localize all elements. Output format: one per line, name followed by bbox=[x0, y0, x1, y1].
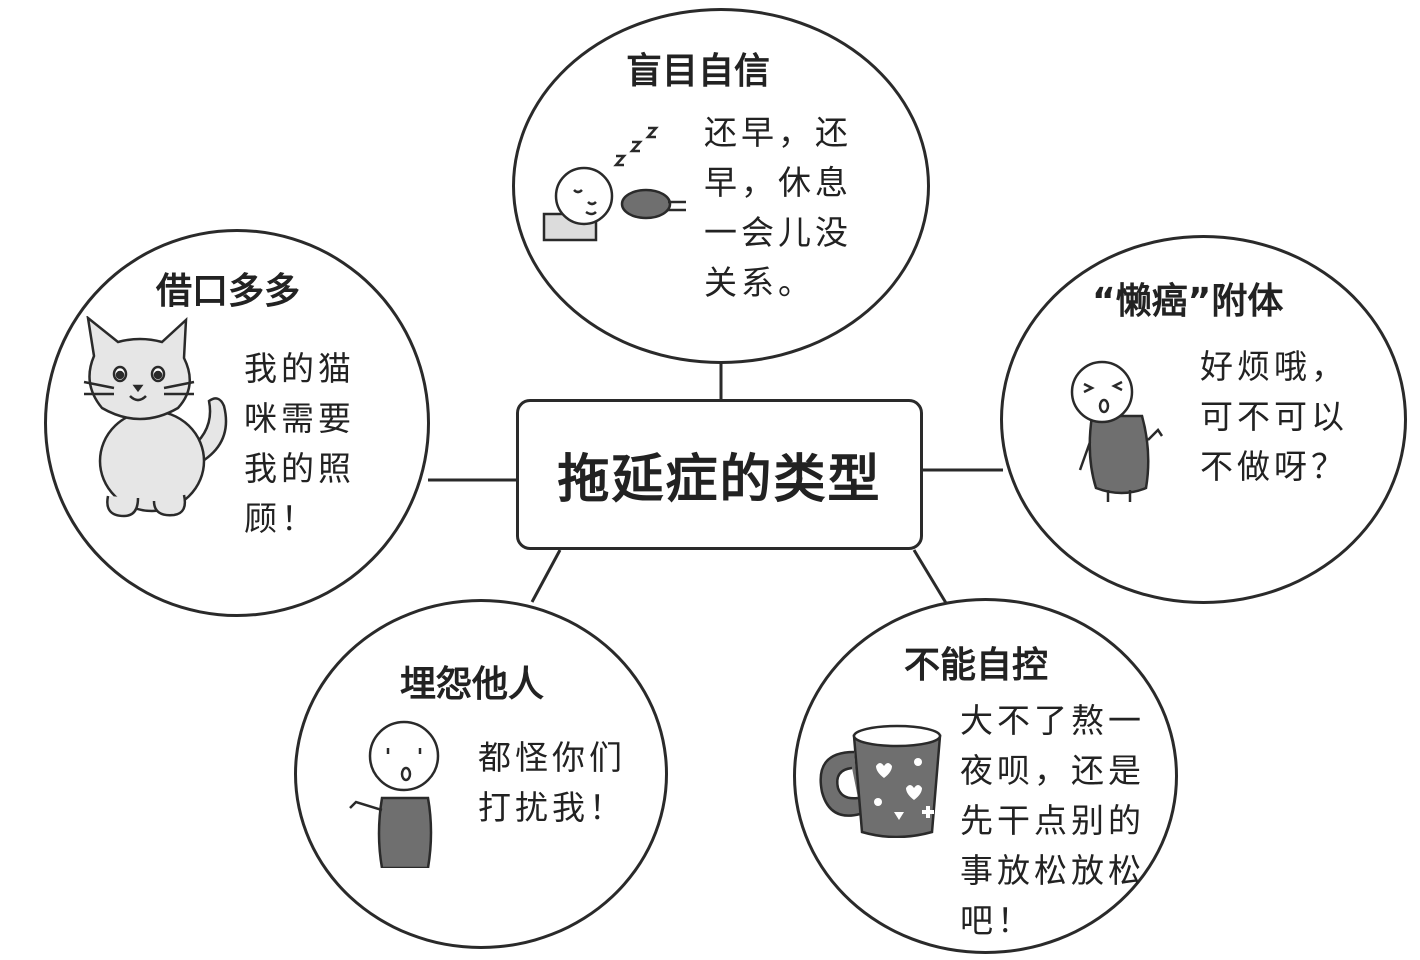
node-title-blame: 埋怨他人 bbox=[400, 655, 544, 707]
text-line: 吧！ bbox=[960, 896, 1145, 946]
text-line: 一会儿没 bbox=[704, 208, 852, 258]
sleeping-person-icon bbox=[538, 118, 693, 253]
node-text-control: 大不了熬一 夜呗，还是 先干点别的 事放松放松 吧！ bbox=[960, 696, 1145, 946]
node-title-blind: 盲目自信 bbox=[626, 42, 770, 94]
text-line: 打扰我！ bbox=[478, 783, 626, 833]
cat-icon bbox=[74, 316, 234, 521]
center-title: 拖延症的类型 bbox=[557, 437, 881, 512]
connector-bottom-right bbox=[914, 550, 946, 603]
text-line: 顾！ bbox=[244, 494, 355, 544]
text-line: 早，休息 bbox=[704, 158, 852, 208]
annoyed-person-icon bbox=[1052, 358, 1172, 508]
node-text-blind: 还早，还 早，休息 一会儿没 关系。 bbox=[704, 108, 852, 308]
node-title-control: 不能自控 bbox=[904, 636, 1048, 688]
text-line: 大不了熬一 bbox=[960, 696, 1145, 746]
text-line: 夜呗，还是 bbox=[960, 746, 1145, 796]
text-line: 可不可以 bbox=[1200, 392, 1348, 442]
text-line: 先干点别的 bbox=[960, 796, 1145, 846]
text-line: 咪需要 bbox=[244, 394, 355, 444]
mug-icon bbox=[814, 718, 950, 838]
node-text-lazy: 好烦哦， 可不可以 不做呀？ bbox=[1200, 342, 1348, 492]
node-title-excuses: 借口多多 bbox=[156, 262, 300, 314]
text-line: 不做呀？ bbox=[1200, 442, 1348, 492]
text-line: 我的猫 bbox=[244, 344, 355, 394]
text-line: 我的照 bbox=[244, 444, 355, 494]
text-line: 关系。 bbox=[704, 258, 852, 308]
node-text-blame: 都怪你们 打扰我！ bbox=[478, 733, 626, 833]
connector-bottom-left bbox=[532, 550, 560, 602]
node-title-lazy: “懒癌”附体 bbox=[1092, 272, 1283, 324]
text-line: 事放松放松 bbox=[960, 846, 1145, 896]
node-text-excuses: 我的猫 咪需要 我的照 顾！ bbox=[244, 344, 355, 544]
text-line: 还早，还 bbox=[704, 108, 852, 158]
text-line: 都怪你们 bbox=[478, 733, 626, 783]
text-line: 好烦哦， bbox=[1200, 342, 1348, 392]
center-node: 拖延症的类型 bbox=[516, 399, 923, 550]
pointing-person-icon bbox=[342, 718, 452, 868]
